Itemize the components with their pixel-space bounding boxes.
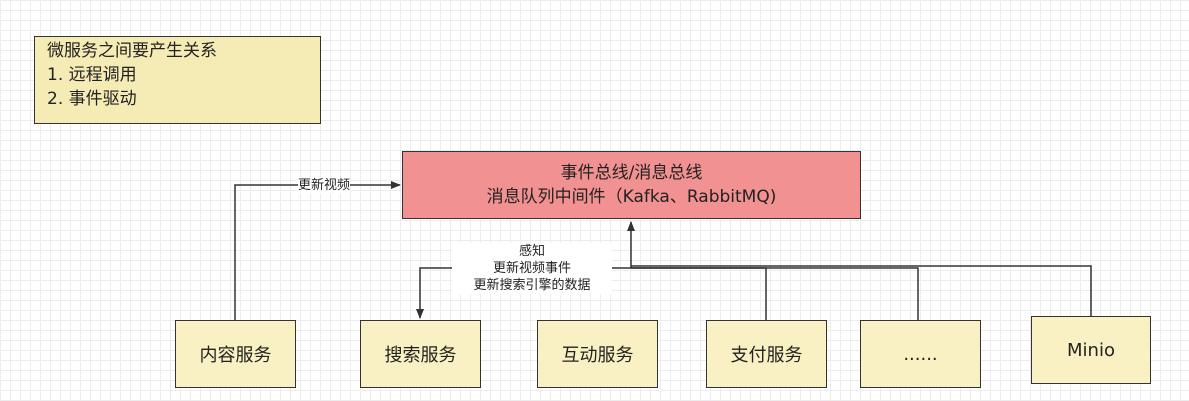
minio-box: Minio (1031, 316, 1151, 384)
payment-service-box: 支付服务 (706, 320, 827, 388)
search-service-box: 搜索服务 (360, 320, 481, 388)
interaction-service-box: 互动服务 (537, 320, 658, 388)
note-line-2: 1. 远程调用 (47, 65, 137, 85)
note-box: 微服务之间要产生关系 1. 远程调用 2. 事件驱动 (34, 36, 321, 124)
subscribe-label-line-3: 更新搜索引擎的数据 (473, 278, 591, 293)
subscribe-label-line-2: 更新视频事件 (492, 261, 571, 276)
note-line-3: 2. 事件驱动 (47, 89, 137, 109)
edge-content-to-bus (234, 181, 401, 320)
content-service-box: 内容服务 (175, 320, 296, 388)
interaction-service-label: 互动服务 (561, 345, 634, 366)
payment-service-label: 支付服务 (730, 345, 803, 366)
subscribe-edge-label: 感知 更新视频事件 更新搜索引擎的数据 (452, 243, 612, 294)
event-bus-subtitle: 消息队列中间件（Kafka、RabbitMQ) (486, 187, 777, 207)
edge-payment-line (631, 267, 767, 320)
subscribe-label-line-1: 感知 (518, 244, 545, 259)
event-bus-title: 事件总线/消息总线 (560, 163, 703, 183)
search-service-label: 搜索服务 (384, 345, 457, 366)
event-bus-box: 事件总线/消息总线 消息队列中间件（Kafka、RabbitMQ) (402, 151, 861, 219)
note-line-1: 微服务之间要产生关系 (47, 41, 217, 61)
more-services-label: ...... (903, 343, 938, 365)
more-services-box: ...... (860, 320, 981, 388)
edge-minio-line (631, 265, 1092, 316)
content-service-label: 内容服务 (199, 345, 272, 366)
publish-edge-label: 更新视频 (298, 177, 351, 194)
minio-label: Minio (1067, 339, 1115, 361)
edge-more-line (631, 267, 919, 320)
